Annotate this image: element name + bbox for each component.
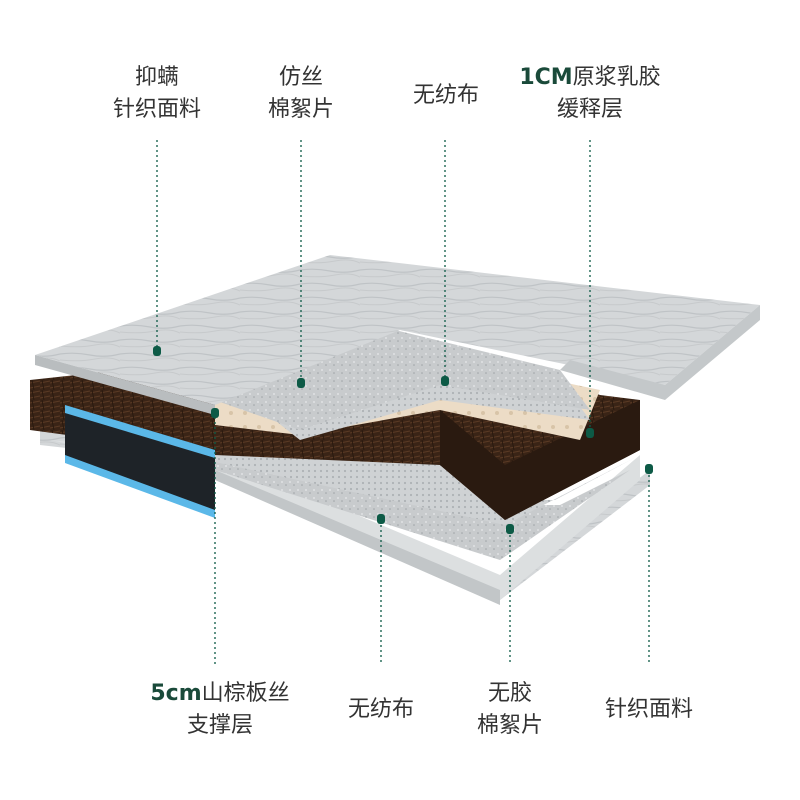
top-knit-fabric-layer xyxy=(35,255,760,405)
top-front-edge xyxy=(35,355,215,415)
label-silk-wadding-line1: 仿丝 xyxy=(278,65,323,90)
label-latex-thickness: 1CM xyxy=(519,65,573,90)
label-coir-line1: 5cm山棕板丝 xyxy=(140,678,300,710)
label-nonwoven-bottom: 无纺布 xyxy=(335,694,427,726)
marker-glueless-wadding xyxy=(506,524,514,534)
marker-bottom-knit xyxy=(645,464,653,474)
side-band-edge-bottom xyxy=(65,455,215,518)
marker-coir xyxy=(211,408,219,418)
label-latex-line2: 缓释层 xyxy=(556,97,623,122)
bottom-nonwoven-layer xyxy=(215,455,640,525)
label-latex-name: 原浆乳胶 xyxy=(572,65,661,90)
bottom-base-slab xyxy=(50,440,640,600)
label-coir-line2: 支撑层 xyxy=(186,713,253,738)
label-bottom-knit: 针织面料 xyxy=(597,694,701,726)
marker-top-knit xyxy=(153,346,161,356)
label-top-knit-line1: 抑螨 xyxy=(134,65,179,90)
label-top-knit: 抑螨 针织面料 xyxy=(105,62,209,126)
label-nonwoven-top: 无纺布 xyxy=(400,80,492,112)
side-band-edge xyxy=(65,405,215,458)
label-top-knit-line2: 针织面料 xyxy=(112,97,201,122)
marker-nonwoven-top xyxy=(441,376,449,386)
glueless-wadding-layer xyxy=(215,460,630,560)
label-latex-line1: 1CM原浆乳胶 xyxy=(510,62,670,94)
label-coir-name: 山棕板丝 xyxy=(201,681,290,706)
side-brand-band xyxy=(65,405,215,515)
silk-wadding-layer xyxy=(200,330,590,430)
label-nonwoven-bottom-line1: 无纺布 xyxy=(347,697,414,722)
label-glueless-wadding-line2: 棉絮片 xyxy=(476,713,543,738)
label-latex: 1CM原浆乳胶 缓释层 xyxy=(510,62,670,126)
label-coir-thickness: 5cm xyxy=(150,681,202,706)
label-glueless-wadding-line1: 无胶 xyxy=(487,681,532,706)
label-coir: 5cm山棕板丝 支撑层 xyxy=(140,678,300,742)
label-silk-wadding-line2: 棉絮片 xyxy=(267,97,334,122)
label-bottom-knit-line1: 针织面料 xyxy=(604,697,693,722)
marker-nonwoven-bottom xyxy=(377,514,385,524)
label-nonwoven-top-line1: 无纺布 xyxy=(412,83,479,108)
marker-silk-wadding xyxy=(297,378,305,388)
bottom-base-front-edge xyxy=(215,470,500,605)
marker-latex xyxy=(586,428,594,438)
label-glueless-wadding: 无胶 棉絮片 xyxy=(464,678,556,742)
label-silk-wadding: 仿丝 棉絮片 xyxy=(255,62,347,126)
top-knit-right-ribbon xyxy=(560,305,760,400)
